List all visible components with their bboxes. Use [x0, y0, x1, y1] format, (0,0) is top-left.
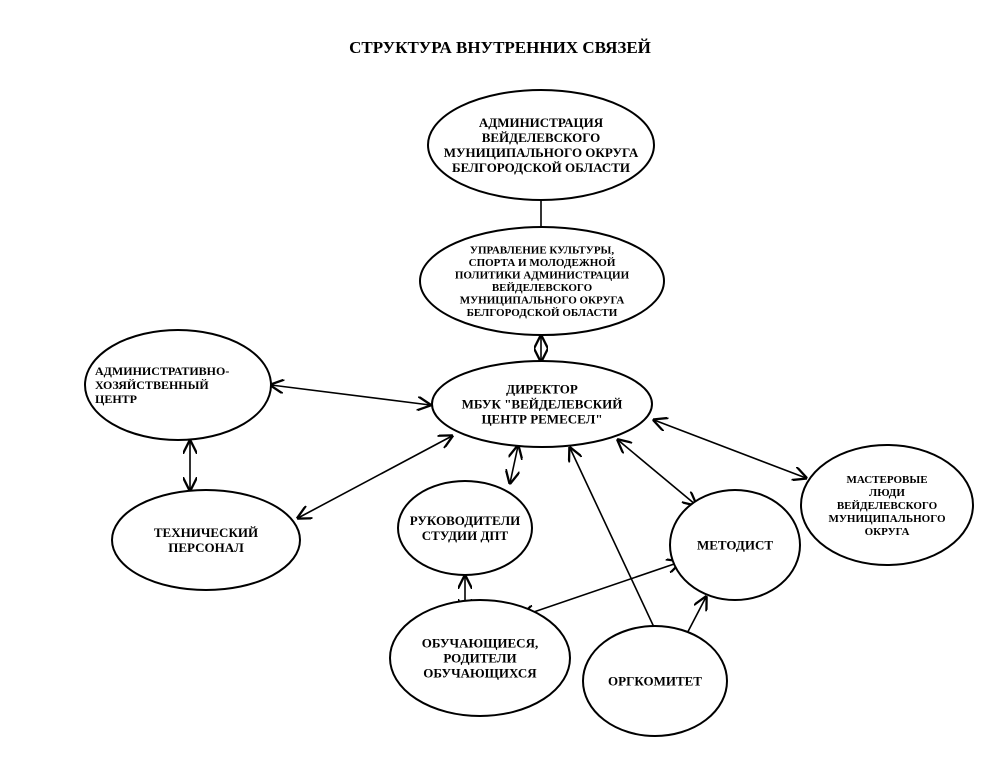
edge-ahc-director: [271, 385, 430, 405]
node-ellipse: [419, 226, 665, 336]
node-label: ЦЕНТР: [95, 392, 137, 406]
node-label: СПОРТА И МОЛОДЕЖНОЙ: [469, 257, 616, 269]
node-upravlenie: УПРАВЛЕНИЕ КУЛЬТУРЫ,СПОРТА И МОЛОДЕЖНОЙП…: [419, 226, 665, 336]
node-label: УПРАВЛЕНИЕ КУЛЬТУРЫ,: [470, 245, 614, 257]
node-label: БЕЛГОРОДСКОЙ ОБЛАСТИ: [467, 307, 618, 319]
node-label: МЕТОДИСТ: [697, 538, 773, 553]
edge-ruk-director: [510, 446, 518, 483]
node-ellipse: [389, 599, 571, 717]
node-label: ОБУЧАЮЩИХСЯ: [423, 666, 537, 681]
node-label: МАСТЕРОВЫЕ: [846, 474, 927, 486]
node-label: ПЕРСОНАЛ: [168, 540, 244, 555]
edge-metodist-obuch: [522, 562, 680, 616]
node-label: МУНИЦИПАЛЬНОГО ОКРУГА: [460, 295, 625, 307]
node-label: МУНИЦИПАЛЬНОГО ОКРУГА: [444, 145, 639, 160]
node-label: ВЕЙДЕЛЕВСКОГО: [492, 282, 593, 294]
node-masterovye: МАСТЕРОВЫЕЛЮДИВЕЙДЕЛЕВСКОГОМУНИЦИПАЛЬНОГ…: [800, 444, 974, 566]
node-label: АДМИНИСТРАЦИЯ: [479, 115, 604, 130]
node-label: ОРГКОМИТЕТ: [608, 674, 702, 689]
node-ellipse: [111, 489, 301, 591]
node-label: АДМИНИСТРАТИВНО-: [95, 364, 229, 378]
node-orgkomitet: ОРГКОМИТЕТ: [582, 625, 728, 737]
node-label: ЛЮДИ: [869, 487, 905, 499]
node-ellipse: [427, 89, 655, 201]
node-label: СТУДИИ ДПТ: [422, 528, 509, 543]
node-label: ТЕХНИЧЕСКИЙ: [154, 525, 258, 540]
node-label: БЕЛГОРОДСКОЙ ОБЛАСТИ: [452, 160, 630, 175]
node-ellipse: [582, 625, 728, 737]
node-ellipse: [669, 489, 801, 601]
edge-director-masterovye: [654, 420, 806, 478]
node-ellipse: [84, 329, 272, 441]
node-admin: АДМИНИСТРАЦИЯВЕЙДЕЛЕВСКОГОМУНИЦИПАЛЬНОГО…: [427, 89, 655, 201]
node-label: МУНИЦИПАЛЬНОГО: [828, 513, 945, 525]
node-ellipse: [800, 444, 974, 566]
diagram-title: СТРУКТУРА ВНУТРЕННИХ СВЯЗЕЙ: [349, 38, 651, 57]
node-label: ДИРЕКТОР: [506, 382, 578, 397]
node-label: ВЕЙДЕЛЕВСКОГО: [482, 130, 601, 145]
node-label: ВЕЙДЕЛЕВСКОГО: [837, 500, 938, 512]
node-label: ОБУЧАЮЩИЕСЯ,: [422, 636, 538, 651]
node-label: РУКОВОДИТЕЛИ: [410, 513, 521, 528]
node-label: МБУК "ВЕЙДЕЛЕВСКИЙ: [462, 397, 623, 412]
edge-tech-director: [298, 436, 452, 518]
node-label: ЦЕНТР РЕМЕСЕЛ": [481, 412, 602, 427]
edge-director-metodist: [618, 440, 696, 505]
node-label: ХОЗЯЙСТВЕННЫЙ: [95, 378, 209, 392]
edge-director-orgkomitet: [570, 448, 660, 640]
node-label: РОДИТЕЛИ: [443, 651, 516, 666]
node-metodist: МЕТОДИСТ: [669, 489, 801, 601]
node-ellipse: [397, 480, 533, 576]
node-label: ПОЛИТИКИ АДМИНИСТРАЦИИ: [455, 270, 630, 282]
node-label: ОКРУГА: [865, 526, 910, 538]
node-ellipse: [431, 360, 653, 448]
